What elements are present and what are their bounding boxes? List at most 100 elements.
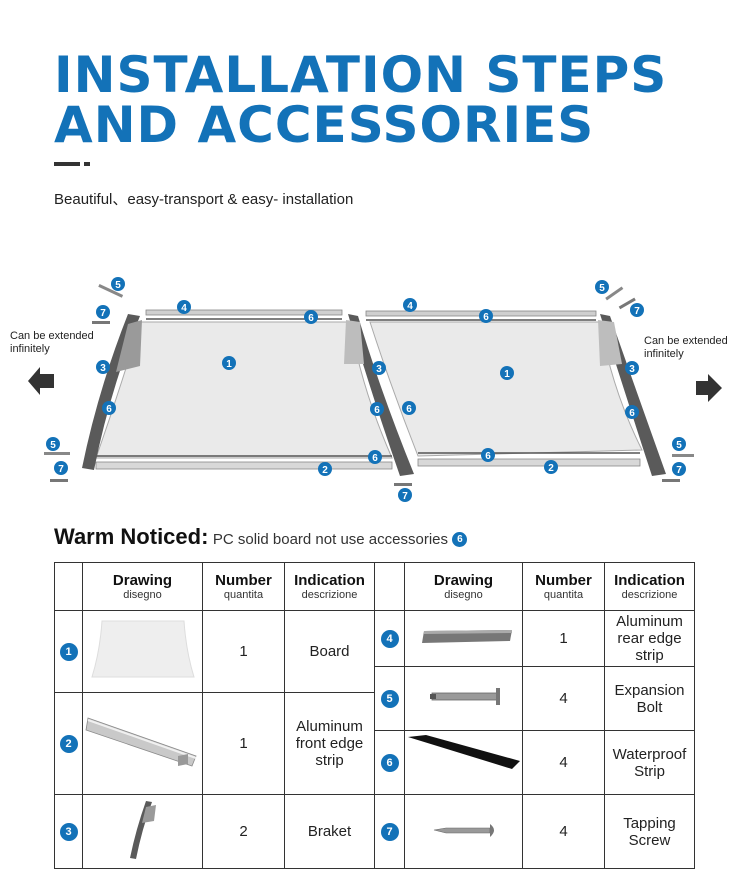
- right-row-4-number: 7: [374, 794, 405, 869]
- badge-5-bottom-right: 5: [672, 437, 686, 451]
- badge-2-left: 2: [318, 462, 332, 476]
- title-line-1: INSTALLATION STEPS: [54, 46, 668, 104]
- left-row-3-qty: 2: [202, 794, 285, 869]
- title-divider: [54, 162, 80, 166]
- badge-4-right: 4: [403, 298, 417, 312]
- table-row: 5 4 Expansion Bolt: [55, 666, 695, 731]
- svg-text:6: 6: [106, 404, 112, 415]
- left-row-2-indication: Aluminum front edge strip: [284, 692, 375, 795]
- svg-text:6: 6: [374, 405, 380, 416]
- right-row-1-number: 4: [374, 610, 405, 667]
- table-row: 6 4 Waterproof Strip: [55, 730, 695, 795]
- svg-text:5: 5: [599, 283, 605, 294]
- badge-3-right: 3: [625, 361, 639, 375]
- waterproof-strip-image: [407, 735, 520, 769]
- arrow-left-icon: [28, 367, 54, 395]
- title-divider-dot: [84, 162, 90, 166]
- svg-text:2: 2: [322, 465, 328, 476]
- badge-4-left: 4: [177, 300, 191, 314]
- svg-text:7: 7: [676, 465, 682, 476]
- svg-text:7: 7: [402, 491, 408, 502]
- screw-icon: [50, 297, 680, 486]
- svg-text:5: 5: [676, 440, 682, 451]
- bolt-icon: [44, 284, 694, 457]
- left-row-1-number: 1: [54, 610, 83, 693]
- badge-7-top-left: 7: [96, 305, 110, 319]
- table-row: 3 2 Braket 7 4 Tapping Screw: [54, 794, 695, 869]
- arrow-right-icon: [696, 374, 722, 402]
- rear-strip-image: [421, 630, 512, 643]
- svg-text:3: 3: [629, 364, 635, 375]
- right-row-2-qty: 4: [522, 666, 605, 731]
- svg-text:5: 5: [115, 280, 121, 291]
- right-row-4-qty: 4: [522, 794, 605, 869]
- right-row-2-number: 5: [374, 666, 405, 731]
- svg-text:6: 6: [372, 453, 378, 464]
- svg-text:6: 6: [406, 404, 412, 415]
- badge-7-bottom-left: 7: [54, 461, 68, 475]
- subtitle: Beautiful、easy-transport & easy- install…: [54, 191, 354, 208]
- badge-2-right: 2: [544, 460, 558, 474]
- badge-1-right: 1: [500, 366, 514, 380]
- right-row-3-qty: 4: [522, 730, 605, 795]
- front-strip-right: [417, 458, 641, 467]
- rear-strip-left: [145, 309, 343, 316]
- svg-text:6: 6: [629, 408, 635, 419]
- left-row-2-qty: 1: [202, 692, 285, 795]
- bracket-left-plate: [116, 320, 142, 372]
- badge-6-left-bottom: 6: [368, 450, 382, 464]
- badge-6-left-top: 6: [304, 310, 318, 324]
- front-strip-image: [85, 717, 197, 767]
- left-row-3-number: 3: [54, 794, 83, 869]
- title-line-2: AND ACCESSORIES: [54, 96, 595, 154]
- svg-text:4: 4: [407, 301, 413, 312]
- bracket-right-plate: [598, 320, 622, 366]
- screw-drawing: [404, 794, 523, 869]
- badge-6-right-side: 6: [625, 405, 639, 419]
- page-title: INSTALLATION STEPS AND ACCESSORIES: [54, 50, 667, 150]
- bracket-middle: [348, 314, 414, 476]
- left-row-1-qty: 1: [202, 610, 285, 693]
- rear-strip-drawing: [404, 610, 523, 667]
- right-row-3-indication: Waterproof Strip: [604, 730, 695, 795]
- badge-6-middle-a: 6: [370, 402, 384, 416]
- bolt-drawing: [404, 666, 523, 731]
- extend-left-line-2: infinitely: [10, 343, 50, 355]
- right-row-4-indication: Tapping Screw: [604, 794, 695, 869]
- svg-text:1: 1: [226, 359, 232, 370]
- badge-7-bottom-right: 7: [672, 462, 686, 476]
- extend-right-label: Can be extended infinitely: [644, 335, 728, 361]
- svg-text:5: 5: [50, 440, 56, 451]
- svg-text:4: 4: [181, 303, 187, 314]
- svg-text:6: 6: [308, 313, 314, 324]
- extend-right-line-1: Can be extended: [644, 335, 728, 347]
- bracket-middle-plate: [344, 320, 364, 364]
- svg-text:3: 3: [376, 364, 382, 375]
- board-image: [90, 620, 195, 678]
- svg-text:7: 7: [634, 306, 640, 317]
- svg-text:7: 7: [100, 308, 106, 319]
- left-row-3-indication: Braket: [284, 794, 375, 869]
- badge-7-middle: 7: [398, 488, 412, 502]
- svg-text:7: 7: [58, 464, 64, 475]
- badge-6-right-bottom: 6: [481, 448, 495, 462]
- svg-text:6: 6: [485, 451, 491, 462]
- warm-notice-title: Warm Noticed:: [54, 524, 209, 549]
- bracket-drawing: [82, 794, 203, 869]
- left-row-1-indication: Board: [284, 610, 375, 693]
- warm-notice: Warm Noticed: PC solid board not use acc…: [54, 524, 468, 550]
- right-row-2-indication: Expansion Bolt: [604, 666, 695, 731]
- svg-text:6: 6: [483, 312, 489, 323]
- left-row-2-number: 2: [54, 692, 83, 795]
- badge-1-left: 1: [222, 356, 236, 370]
- badge-5-top-right: 5: [595, 280, 609, 294]
- tapping-screw-image: [433, 824, 494, 837]
- bracket-image: [129, 801, 156, 859]
